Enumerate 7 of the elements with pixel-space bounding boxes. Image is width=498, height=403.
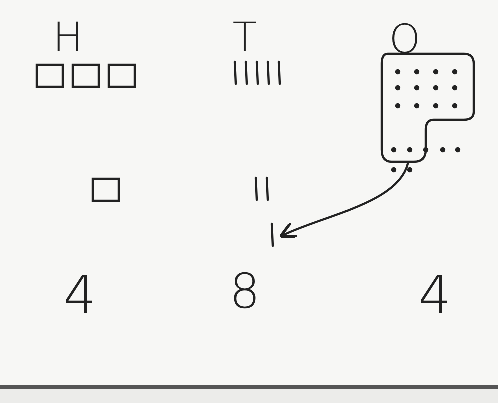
digit: 4 bbox=[63, 270, 97, 322]
digit: 8 bbox=[230, 268, 260, 316]
digit: 4 bbox=[418, 270, 452, 322]
column-heading: T bbox=[232, 18, 258, 58]
column-heading: O bbox=[389, 20, 421, 60]
arrow bbox=[279, 162, 410, 239]
column-heading: H bbox=[52, 18, 84, 58]
